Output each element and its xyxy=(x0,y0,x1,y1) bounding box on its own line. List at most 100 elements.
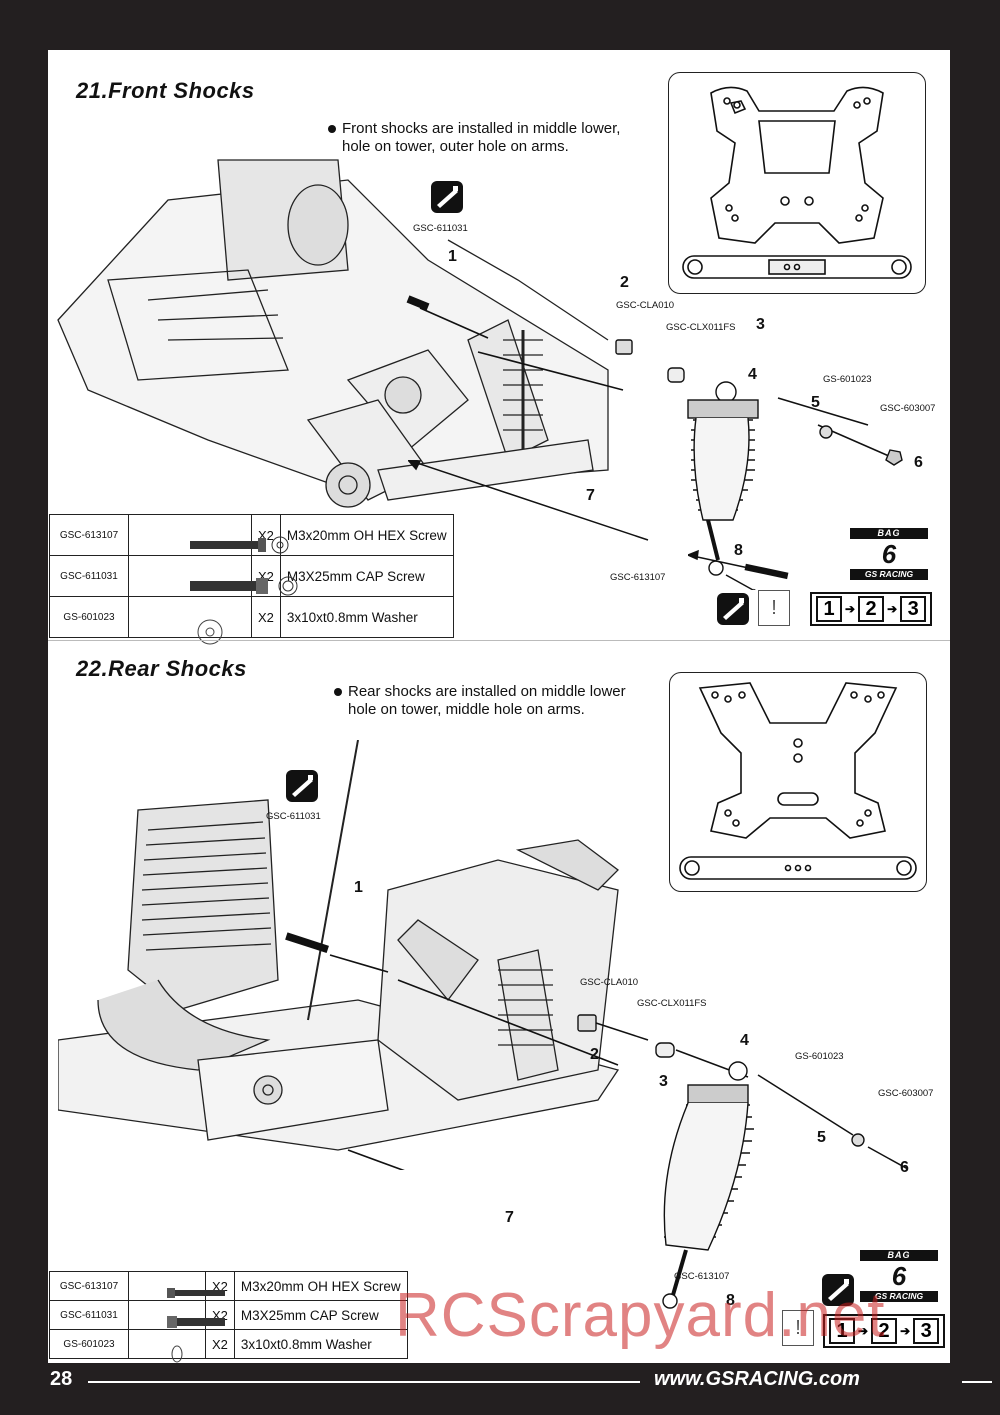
rear-cla-label: GSC-CLA010 xyxy=(580,977,639,988)
washer-icon xyxy=(128,596,252,645)
rear-washer-label: GS-601023 xyxy=(795,1051,844,1062)
part-desc: 3x10xt0.8mm Washer xyxy=(233,1329,408,1359)
hex-driver-icon xyxy=(286,770,318,802)
rear-step-1: 1 xyxy=(354,879,363,896)
footer-rule-right xyxy=(962,1381,992,1383)
manual-page: 21.Front Shocks Front shocks are install… xyxy=(48,50,950,1363)
arrow-right-icon: ➔ xyxy=(900,1324,911,1338)
bullet-icon xyxy=(334,688,342,697)
part-code: GS-601023 xyxy=(49,596,129,638)
bag-label-rear: BAG 6 GS RACING xyxy=(860,1250,938,1302)
front-nut-label: GSC-603007 xyxy=(880,403,936,414)
bullet-icon xyxy=(328,125,336,134)
bag-brand: GS RACING xyxy=(860,1291,938,1302)
hex-driver-glyph xyxy=(292,775,313,797)
part-code: GSC-611031 xyxy=(49,1300,129,1330)
hex-driver-glyph xyxy=(437,186,458,208)
rear-step-5: 5 xyxy=(817,1129,826,1146)
arrow-right-icon: ➔ xyxy=(845,602,856,616)
front-cla-label: GSC-CLA010 xyxy=(616,300,675,311)
bag-number: 6 xyxy=(891,1261,907,1291)
rear-section-title: 22.Rear Shocks xyxy=(76,656,247,681)
front-step-6: 6 xyxy=(914,454,923,471)
sequence-step: 3 xyxy=(900,596,927,622)
bag-label-front: BAG 6 GS RACING xyxy=(850,528,928,580)
rear-note: Rear shocks are installed on middle lowe… xyxy=(334,683,626,719)
warning-icon: ! xyxy=(782,1310,814,1346)
front-section-title: 21.Front Shocks xyxy=(76,78,255,103)
part-desc: M3X25mm CAP Screw xyxy=(279,555,454,597)
rear-nut-label: GSC-603007 xyxy=(878,1088,934,1099)
rear-shock-tower-drawing xyxy=(679,682,917,880)
hex-screw-icon xyxy=(128,1271,225,1301)
sequence-step: 1 xyxy=(816,596,842,622)
table-row: GSC-613107 X2 M3x20mm OH HEX Screw xyxy=(49,514,454,556)
part-qty: X2 xyxy=(251,596,281,638)
front-step-1: 1 xyxy=(448,248,457,265)
bag-brand: GS RACING xyxy=(850,569,928,580)
front-washer-label: GS-601023 xyxy=(823,374,872,385)
rear-step-7: 7 xyxy=(505,1209,514,1226)
part-code: GSC-613107 xyxy=(49,514,129,556)
sequence-step: 2 xyxy=(858,596,885,622)
arrow-right-icon: ➔ xyxy=(858,1324,869,1338)
rear-step-3: 3 xyxy=(659,1073,668,1090)
sequence-step: 2 xyxy=(871,1318,898,1344)
table-row: GSC-613107 X2 M3x20mm OH HEX Screw xyxy=(49,1271,408,1301)
arrow-right-icon: ➔ xyxy=(887,602,898,616)
watermark: RCScrapyard.net xyxy=(395,1281,886,1350)
front-chassis-drawing xyxy=(57,159,624,508)
hex-driver-icon xyxy=(717,593,749,625)
front-step-4: 4 xyxy=(748,366,757,383)
hex-screw-icon xyxy=(128,514,289,556)
front-note: Front shocks are installed in middle low… xyxy=(328,120,620,156)
front-arm-arrow xyxy=(408,460,649,541)
rear-step-4: 4 xyxy=(740,1032,749,1049)
rear-tower-inset xyxy=(669,672,927,892)
table-row: GSC-611031 X2 M3X25mm CAP Screw xyxy=(49,1300,408,1330)
front-step-2: 2 xyxy=(620,274,629,291)
page-number: 28 xyxy=(50,1368,73,1390)
sequence-step: 1 xyxy=(829,1318,855,1344)
rear-parts-table: GSC-613107 X2 M3x20mm OH HEX Screw GSC-6… xyxy=(49,1271,408,1363)
hex-driver-icon xyxy=(431,181,463,213)
front-tool-label: GSC-611031 xyxy=(413,223,468,234)
cap-screw-icon xyxy=(128,1300,225,1330)
rear-screw-label: GSC-613107 xyxy=(674,1271,730,1282)
front-parts-table: GSC-613107 X2 M3x20mm OH HEX Screw GSC-6… xyxy=(49,514,454,645)
part-desc: M3x20mm OH HEX Screw xyxy=(279,514,454,556)
hex-driver-glyph xyxy=(723,598,744,620)
front-tower-inset xyxy=(668,72,926,294)
footer-rule-left xyxy=(88,1381,640,1383)
part-code: GSC-613107 xyxy=(49,1271,129,1301)
cap-screw-icon xyxy=(128,555,298,597)
rear-chassis-drawing xyxy=(58,740,620,1170)
part-code: GS-601023 xyxy=(49,1329,129,1359)
rear-shock-assembly xyxy=(577,1014,908,1309)
part-desc: 3x10xt0.8mm Washer xyxy=(279,596,454,638)
rear-clx-label: GSC-CLX011FS xyxy=(637,998,707,1009)
step-sequence-rear: 1➔ 2➔ 3 xyxy=(823,1314,946,1348)
sequence-step: 3 xyxy=(913,1318,940,1344)
part-desc: M3X25mm CAP Screw xyxy=(233,1300,408,1330)
table-row: GS-601023 X2 3x10xt0.8mm Washer xyxy=(49,596,454,645)
bag-number: 6 xyxy=(881,539,897,569)
table-row: GS-601023 X2 3x10xt0.8mm Washer xyxy=(49,1329,408,1363)
front-step-3: 3 xyxy=(756,316,765,333)
front-shock-assembly xyxy=(615,339,903,590)
rear-tool-label: GSC-611031 xyxy=(266,811,321,822)
front-step-7: 7 xyxy=(586,487,595,504)
section-divider xyxy=(48,640,950,641)
rear-step-8: 8 xyxy=(726,1292,735,1309)
bag-top-text: BAG xyxy=(850,528,928,539)
front-step-8: 8 xyxy=(734,542,743,559)
front-screw-label: GSC-613107 xyxy=(610,572,666,583)
front-screw-arrow xyxy=(688,549,789,580)
front-shock-tower-drawing xyxy=(682,86,912,279)
warning-icon: ! xyxy=(758,590,790,626)
footer-url: www.GSRACING.com xyxy=(654,1368,860,1390)
front-clx-label: GSC-CLX011FS xyxy=(666,322,736,333)
rear-step-2: 2 xyxy=(590,1046,599,1063)
step-sequence-front: 1➔ 2➔ 3 xyxy=(810,592,933,626)
hex-driver-glyph xyxy=(828,1279,849,1301)
